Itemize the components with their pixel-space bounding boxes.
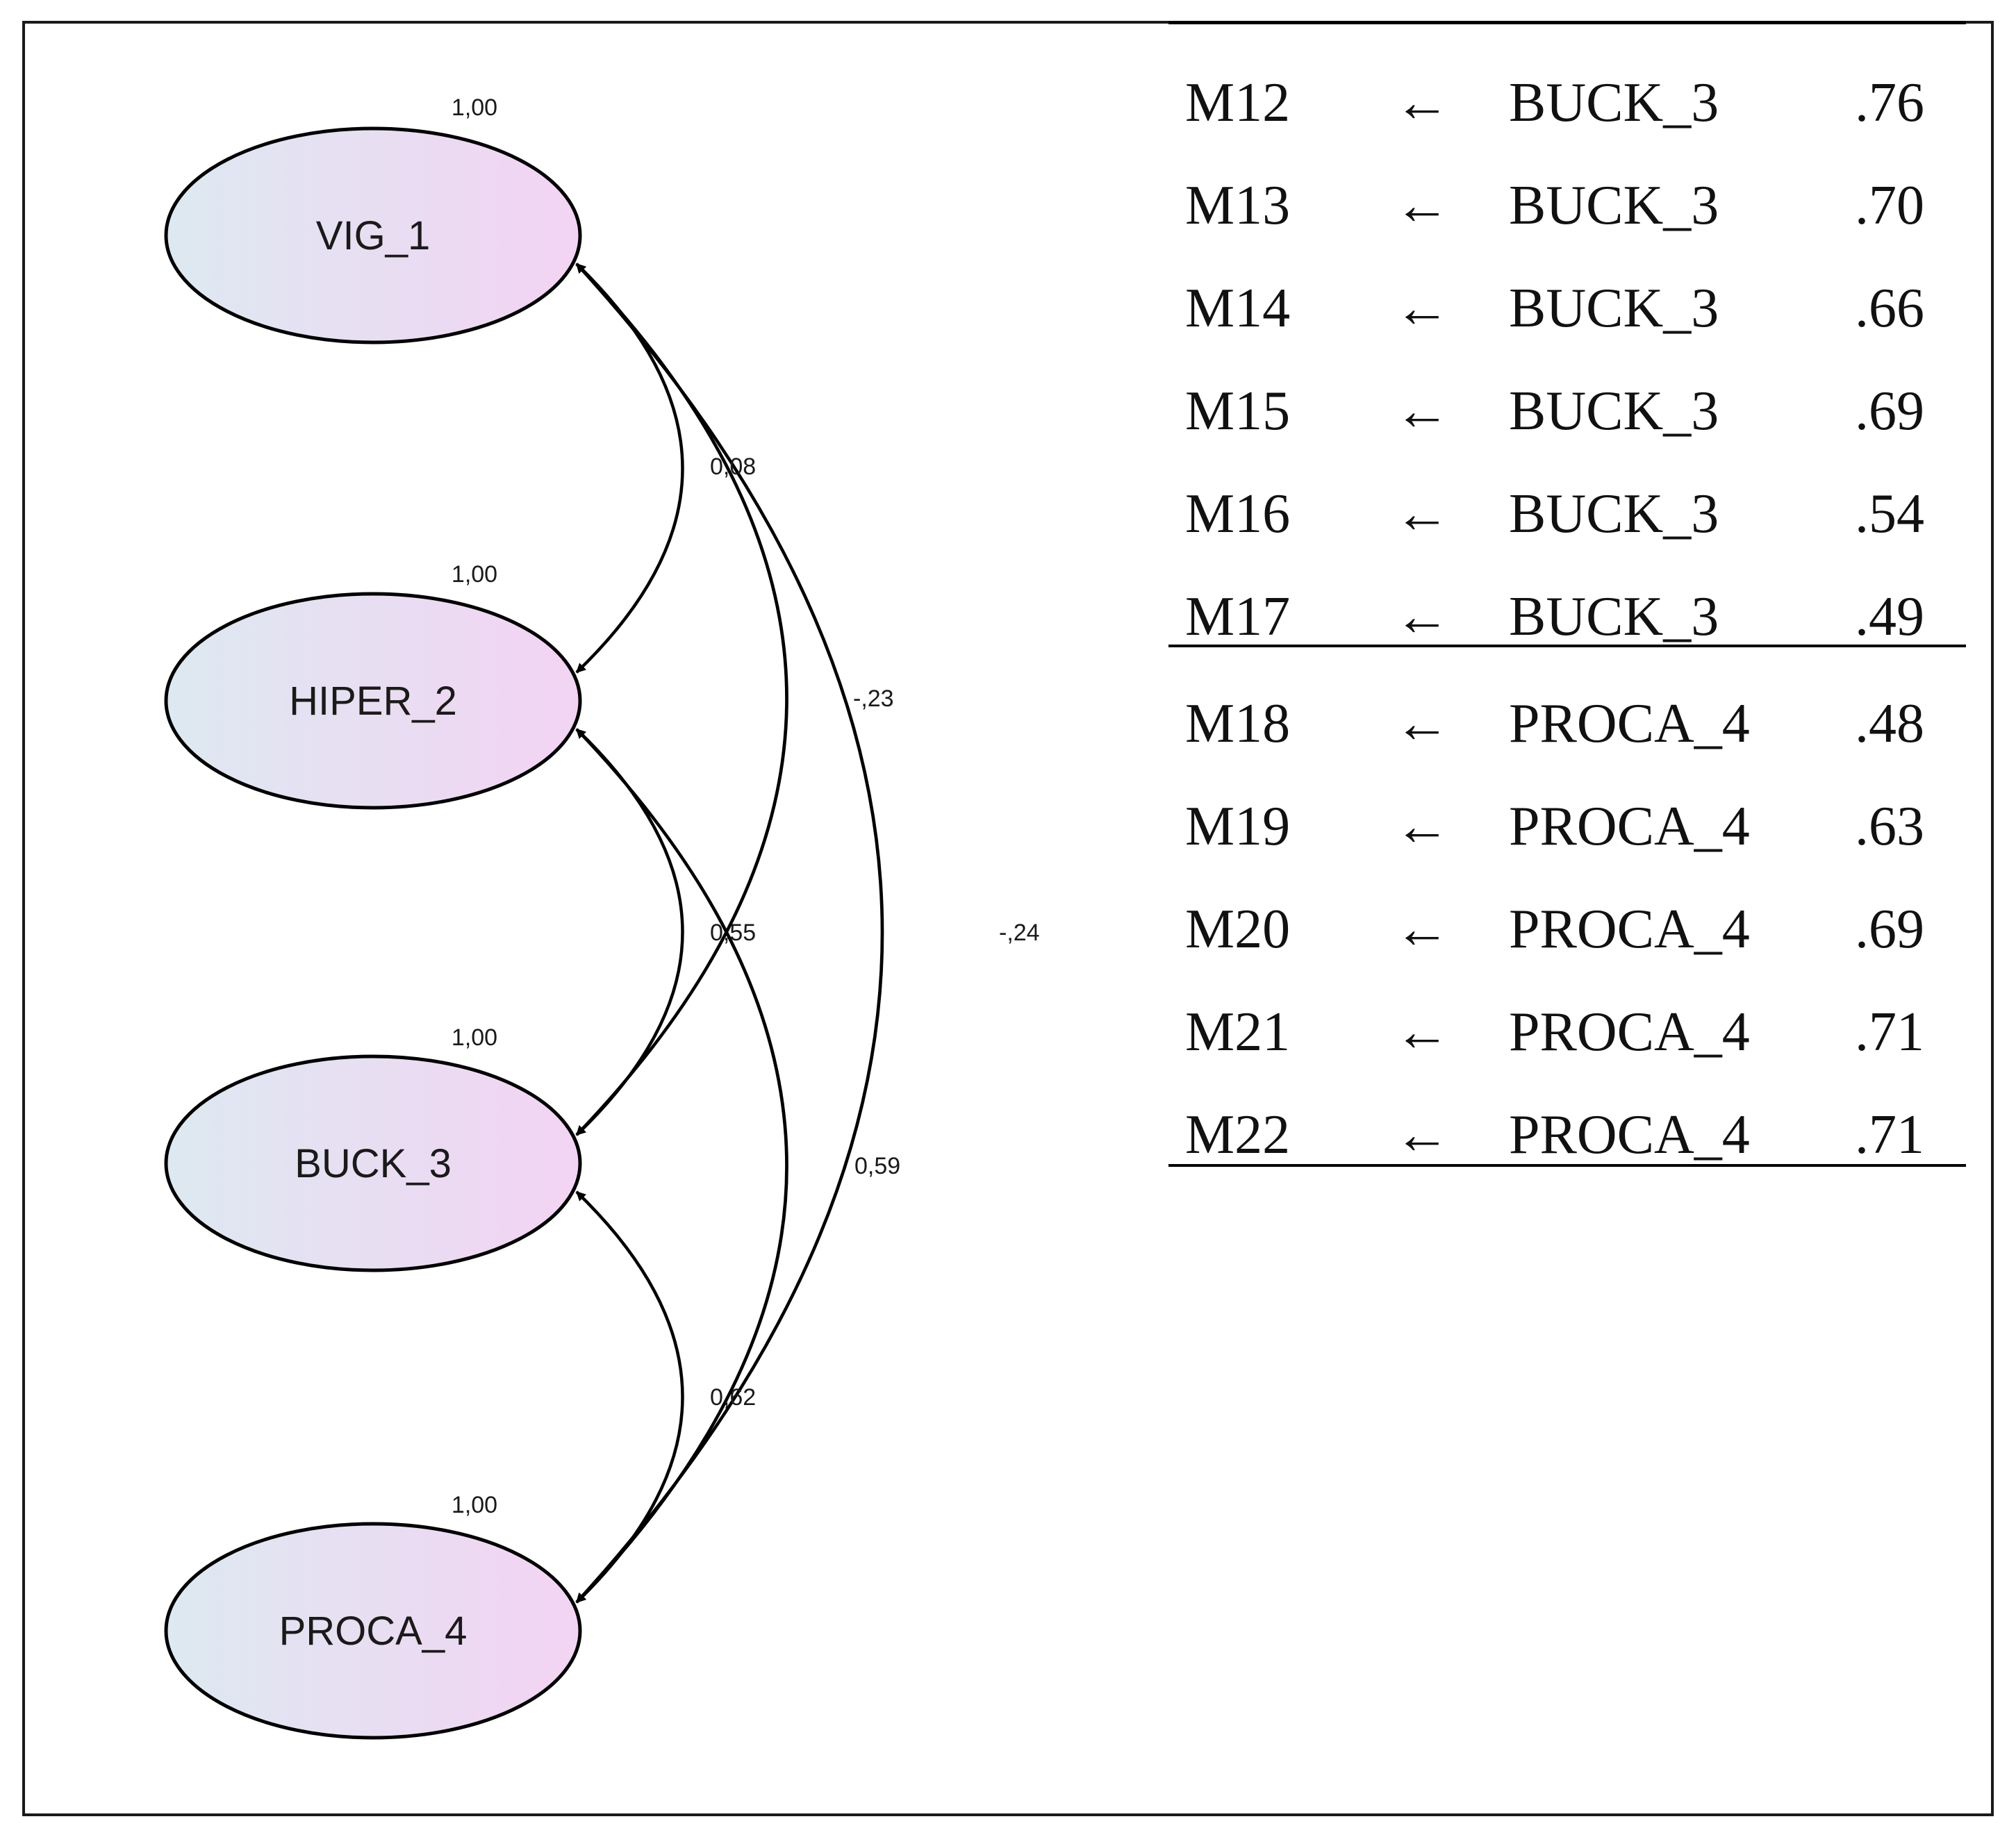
factor-variance-label: 1,00 <box>452 1024 497 1051</box>
item-code: M16 <box>1185 483 1291 545</box>
loading-value: .63 <box>1855 796 1924 857</box>
left-arrow-icon: ← <box>1394 693 1450 754</box>
correlation-label-vig1-hiper2: 0,08 <box>710 454 756 480</box>
loading-value: .71 <box>1855 1002 1924 1063</box>
table-row: M21 ← PROCA_4 .71 <box>1168 981 1966 1083</box>
factor-name: PROCA_4 <box>1509 693 1750 754</box>
factor-name: PROCA_4 <box>279 1609 468 1654</box>
table-row: M13 ← BUCK_3 .70 <box>1168 154 1966 257</box>
table-top-rule <box>1168 21 1966 24</box>
factor-variance-label: 1,00 <box>452 561 497 588</box>
item-code: M22 <box>1185 1104 1291 1165</box>
loading-value: .71 <box>1855 1104 1924 1165</box>
item-code: M15 <box>1185 381 1291 442</box>
factor-name: PROCA_4 <box>1509 899 1750 960</box>
table-row: M15 ← BUCK_3 .69 <box>1168 360 1966 463</box>
item-code: M20 <box>1185 899 1291 960</box>
table-row: M20 ← PROCA_4 .69 <box>1168 878 1966 981</box>
loading-value: .69 <box>1855 381 1924 442</box>
factor-ellipse <box>164 1054 582 1272</box>
correlation-arc-hiper2-proca4 <box>575 728 788 1604</box>
item-code: M21 <box>1185 1002 1291 1063</box>
factor-name: BUCK_3 <box>1509 175 1719 236</box>
factor-name: PROCA_4 <box>1509 1002 1750 1063</box>
factor-name: BUCK_3 <box>1509 72 1719 133</box>
item-code: M19 <box>1185 796 1291 857</box>
factor-ellipse <box>164 1522 582 1740</box>
table-row: M18 ← PROCA_4 .48 <box>1168 672 1966 775</box>
correlation-label-hiper2-buck3: 0,55 <box>710 920 756 946</box>
left-arrow-icon: ← <box>1394 72 1450 133</box>
left-arrow-icon: ← <box>1394 1104 1450 1165</box>
table-row: M22 ← PROCA_4 .71 <box>1168 1083 1966 1186</box>
left-arrow-icon: ← <box>1394 483 1450 545</box>
factor-name: PROCA_4 <box>1509 1104 1750 1165</box>
loading-value: .48 <box>1855 693 1924 754</box>
factor-name: HIPER_2 <box>289 679 457 724</box>
figure-border <box>22 21 1994 1816</box>
table-row: M17 ← BUCK_3 .49 <box>1168 565 1966 668</box>
table-bottom-rule <box>1168 1164 1966 1167</box>
factor-variance-label: 1,00 <box>452 1492 497 1518</box>
loading-value: .54 <box>1855 483 1924 545</box>
correlation-label-vig1-buck3: -,23 <box>853 686 894 712</box>
left-arrow-icon: ← <box>1394 175 1450 236</box>
left-arrow-icon: ← <box>1394 796 1450 857</box>
correlation-label-vig1-proca4: -,24 <box>999 920 1040 946</box>
factor-name: BUCK_3 <box>1509 278 1719 339</box>
factor-name: BUCK_3 <box>1509 381 1719 442</box>
factor-loadings-table: M12 ← BUCK_3 .76 M13 ← BUCK_3 .70 M14 ← … <box>1168 21 1966 1167</box>
left-arrow-icon: ← <box>1394 586 1450 647</box>
correlation-arc-vig1-buck3 <box>575 263 788 1136</box>
table-row: M14 ← BUCK_3 .66 <box>1168 257 1966 360</box>
table-row: M16 ← BUCK_3 .54 <box>1168 463 1966 565</box>
left-arrow-icon: ← <box>1394 1002 1450 1063</box>
loading-value: .70 <box>1855 175 1924 236</box>
correlation-arc-vig1-proca4 <box>575 263 884 1604</box>
table-group-divider <box>1168 645 1966 647</box>
factor-ellipse <box>164 592 582 810</box>
factor-node-vig1: VIG_1 1,00 <box>164 94 582 344</box>
left-arrow-icon: ← <box>1394 278 1450 339</box>
loading-value: .69 <box>1855 899 1924 960</box>
correlation-label-hiper2-proca4: 0,59 <box>854 1153 900 1179</box>
item-code: M18 <box>1185 693 1291 754</box>
item-code: M12 <box>1185 72 1291 133</box>
correlation-arc-buck3-proca4 <box>575 1190 684 1604</box>
factor-ellipse <box>164 126 582 344</box>
item-code: M13 <box>1185 175 1291 236</box>
factor-name: VIG_1 <box>316 213 430 258</box>
factor-node-hiper2: HIPER_2 1,00 <box>164 561 582 810</box>
factor-node-buck3: BUCK_3 1,00 <box>164 1024 582 1272</box>
loading-value: .76 <box>1855 72 1924 133</box>
correlation-label-buck3-proca4: 0,62 <box>710 1384 756 1411</box>
factor-name: PROCA_4 <box>1509 796 1750 857</box>
factor-node-proca4: PROCA_4 1,00 <box>164 1492 582 1740</box>
table-row: M12 ← BUCK_3 .76 <box>1168 51 1966 154</box>
factor-name: BUCK_3 <box>295 1141 452 1186</box>
left-arrow-icon: ← <box>1394 899 1450 960</box>
loading-value: .66 <box>1855 278 1924 339</box>
factor-name: BUCK_3 <box>1509 586 1719 647</box>
item-code: M17 <box>1185 586 1291 647</box>
factor-name: BUCK_3 <box>1509 483 1719 545</box>
table-row: M19 ← PROCA_4 .63 <box>1168 775 1966 878</box>
item-code: M14 <box>1185 278 1291 339</box>
loading-value: .49 <box>1855 586 1924 647</box>
left-arrow-icon: ← <box>1394 381 1450 442</box>
factor-variance-label: 1,00 <box>452 94 497 121</box>
